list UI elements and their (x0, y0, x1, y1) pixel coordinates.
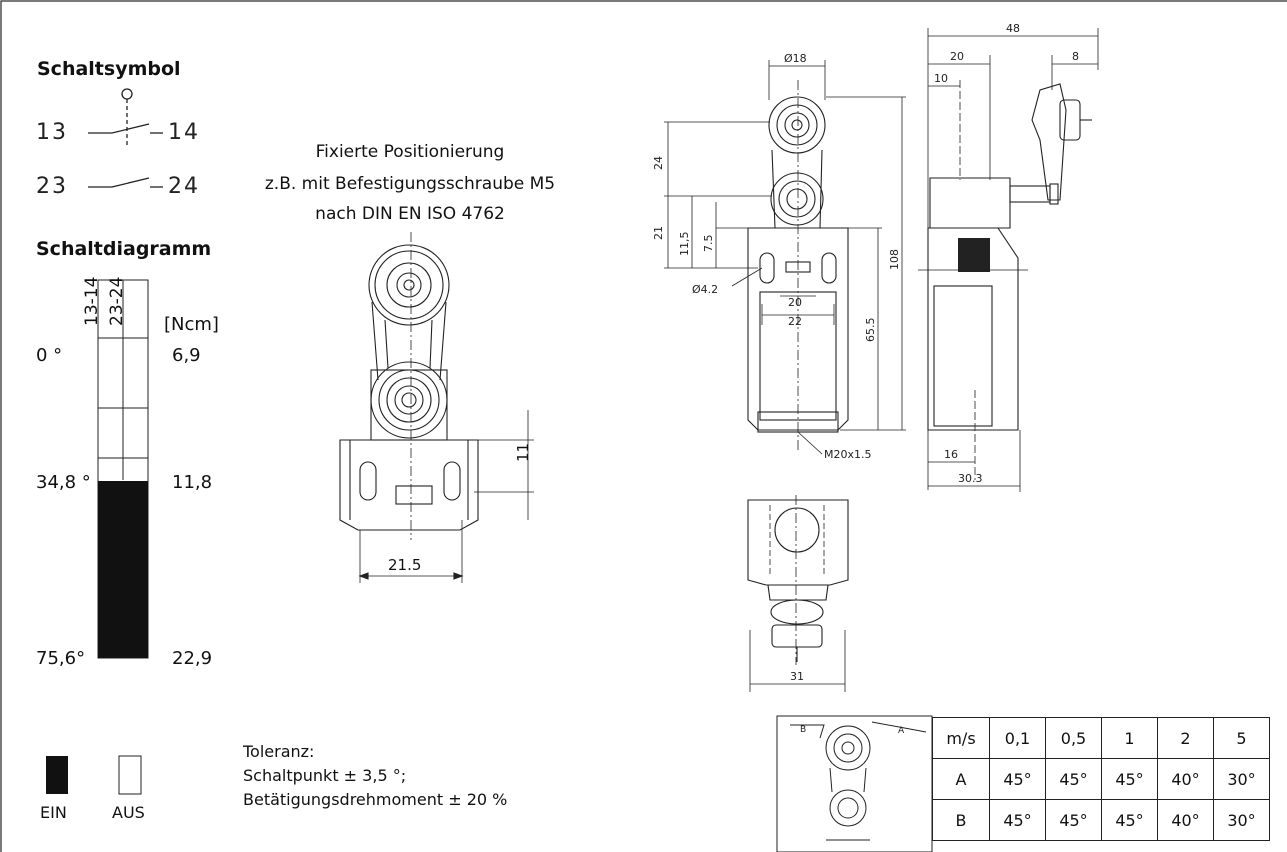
contact-24-label: 24 (168, 174, 200, 199)
table-cell: 1 (1101, 717, 1158, 759)
front-dim-d18: Ø18 (784, 52, 807, 65)
mini-label-b: B (800, 725, 806, 735)
legend-aus-swatch (118, 755, 142, 795)
fixation-caption-line1: Fixierte Positionierung (315, 142, 505, 162)
front-dim-108: 108 (888, 249, 901, 270)
front-dim-7-5: 7.5 (702, 235, 715, 253)
switch-symbol-title: Schaltsymbol (37, 58, 181, 80)
table-cell: m/s (932, 717, 990, 759)
side-view-drawing (918, 28, 1099, 492)
table-cell: 45° (989, 758, 1046, 800)
torque-6-9: 6,9 (172, 345, 201, 366)
front-dim-d4-2: Ø4.2 (692, 283, 718, 296)
front-dim-24: 24 (652, 156, 665, 170)
angle-75-6: 75,6° (36, 648, 86, 669)
side-dim-8: 8 (1072, 50, 1079, 63)
angle-34-8: 34,8 ° (36, 472, 91, 493)
switch-symbol-drawing (88, 88, 163, 188)
table-cell: B (932, 799, 990, 841)
tolerance-switch-point: Schaltpunkt ± 3,5 °; (243, 766, 407, 785)
contact-13-label: 13 (36, 120, 68, 145)
fixation-caption-line3: nach DIN EN ISO 4762 (315, 204, 505, 224)
front-dim-65-5: 65.5 (864, 318, 877, 343)
table-cell: 0,5 (1045, 717, 1102, 759)
switch-diagram-closed-region (98, 481, 148, 658)
switch-diagram-title: Schaltdiagramm (36, 238, 212, 260)
tolerance-title: Toleranz: (243, 742, 315, 761)
table-row-a: A 45° 45° 45° 40° 30° (932, 758, 1270, 800)
table-cell: 45° (1045, 758, 1102, 800)
angle-0: 0 ° (36, 345, 63, 366)
contact-14-label: 14 (168, 120, 200, 145)
front-view-drawing (664, 60, 906, 455)
mini-label-a: A (898, 726, 905, 736)
bottom-view-drawing (747, 495, 849, 692)
front-dim-22: 22 (788, 315, 802, 328)
legend-ein-swatch (46, 756, 68, 794)
switch-diagram-unit: [Ncm] (164, 314, 219, 335)
side-dim-30-3: 30.3 (958, 472, 983, 485)
tolerance-torque: Betätigungsdrehmoment ± 20 % (243, 790, 508, 809)
table-cell: 45° (1101, 799, 1158, 841)
table-cell: 30° (1213, 799, 1270, 841)
side-dim-16: 16 (944, 448, 958, 461)
switch-diagram-bars (97, 279, 149, 659)
table-header-row: m/s 0,1 0,5 1 2 5 (932, 717, 1270, 759)
contact-23-label: 23 (36, 174, 68, 199)
fixation-drawing (339, 232, 534, 583)
table-cell: 0,1 (989, 717, 1046, 759)
torque-22-9: 22,9 (172, 648, 213, 669)
table-cell: 30° (1213, 758, 1270, 800)
table-cell: 5 (1213, 717, 1270, 759)
speed-angle-table: m/s 0,1 0,5 1 2 5 A 45° 45° 45° 40° 30° … (932, 717, 1270, 841)
fixation-dim-21-5: 21.5 (388, 556, 422, 574)
table-cell: 45° (989, 799, 1046, 841)
table-cell: 45° (1101, 758, 1158, 800)
table-cell: 40° (1157, 799, 1214, 841)
front-dim-21: 21 (652, 226, 665, 240)
table-row-b: B 45° 45° 45° 40° 30° (932, 799, 1270, 841)
front-dim-20: 20 (788, 296, 802, 309)
table-cell: 40° (1157, 758, 1214, 800)
table-cell: 2 (1157, 717, 1214, 759)
front-dim-11-5: 11,5 (678, 232, 691, 257)
side-dim-10: 10 (934, 72, 948, 85)
side-dim-48: 48 (1006, 22, 1020, 35)
side-dim-20: 20 (950, 50, 964, 63)
front-dim-thread: M20x1.5 (824, 448, 872, 461)
fixation-caption-line2: z.B. mit Befestigungsschraube M5 (264, 174, 556, 194)
bottom-dim-31: 31 (790, 670, 804, 683)
legend-aus-label: AUS (112, 803, 145, 822)
legend-ein-label: EIN (40, 803, 67, 822)
table-cell: A (932, 758, 990, 800)
torque-11-8: 11,8 (172, 472, 213, 493)
table-cell: 45° (1045, 799, 1102, 841)
